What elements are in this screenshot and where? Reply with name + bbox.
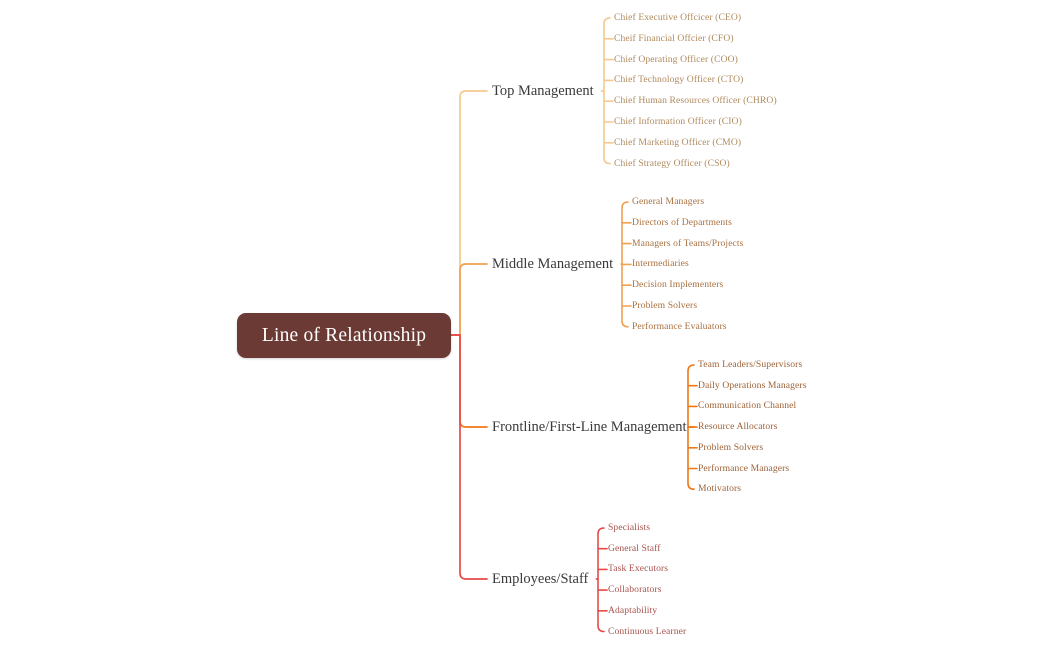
leaf-label-0-4[interactable]: Chief Human Resources Officer (CHRO): [614, 95, 777, 107]
leaf-label-2-3[interactable]: Resource Allocators: [698, 421, 778, 433]
leaf-label-2-1[interactable]: Daily Operations Managers: [698, 379, 807, 391]
leaf-label-1-2[interactable]: Managers of Teams/Projects: [632, 237, 744, 249]
leaf-label-1-5[interactable]: Problem Solvers: [632, 300, 698, 312]
root-node-label: Line of Relationship: [261, 324, 427, 346]
leaf-label-1-4[interactable]: Decision Implementers: [632, 279, 724, 291]
branch-label-1[interactable]: Middle Management: [492, 255, 614, 272]
leaf-label-0-0[interactable]: Chief Executive Offcicer (CEO): [614, 12, 742, 24]
leaf-label-0-2[interactable]: Chief Operating Officer (COO): [614, 53, 738, 65]
leaf-label-1-1[interactable]: Directors of Departments: [632, 217, 732, 228]
leaf-label-0-3[interactable]: Chief Technology Officer (CTO): [614, 74, 744, 86]
leaf-label-3-0[interactable]: Specialists: [608, 522, 651, 534]
leaf-label-1-0[interactable]: General Managers: [632, 196, 705, 208]
root-node[interactable]: Line of Relationship: [237, 313, 451, 358]
leaf-label-3-5[interactable]: Continuous Learner: [608, 625, 687, 637]
branch-label-3[interactable]: Employees/Staff: [492, 570, 589, 587]
branch-label-2[interactable]: Frontline/First-Line Management: [492, 418, 687, 435]
leaf-label-1-3[interactable]: Intermediaries: [632, 258, 689, 270]
leaf-label-3-1[interactable]: General Staff: [608, 542, 661, 554]
leaf-label-0-6[interactable]: Chief Marketing Officer (CMO): [614, 137, 742, 148]
leaf-label-2-4[interactable]: Problem Solvers: [698, 442, 764, 453]
leaf-label-3-2[interactable]: Task Executors: [608, 563, 669, 575]
leaf-label-3-4[interactable]: Adaptability: [608, 605, 658, 616]
leaf-label-2-6[interactable]: Motivators: [698, 483, 742, 495]
leaf-label-2-5[interactable]: Performance Managers: [698, 462, 790, 474]
leaf-label-2-2[interactable]: Communication Channel: [698, 400, 797, 412]
leaf-label-0-5[interactable]: Chief Information Officer (CIO): [614, 116, 742, 128]
branch-label-0[interactable]: Top Management: [492, 82, 594, 99]
leaf-label-0-1[interactable]: Cheif Financial Offcier (CFO): [614, 33, 734, 44]
leaf-label-0-7[interactable]: Chief Strategy Officer (CSO): [614, 157, 730, 169]
leaf-label-2-0[interactable]: Team Leaders/Supervisors: [698, 359, 803, 371]
leaf-label-1-6[interactable]: Performance Evaluators: [632, 321, 727, 332]
leaf-label-3-3[interactable]: Collaborators: [608, 584, 662, 596]
